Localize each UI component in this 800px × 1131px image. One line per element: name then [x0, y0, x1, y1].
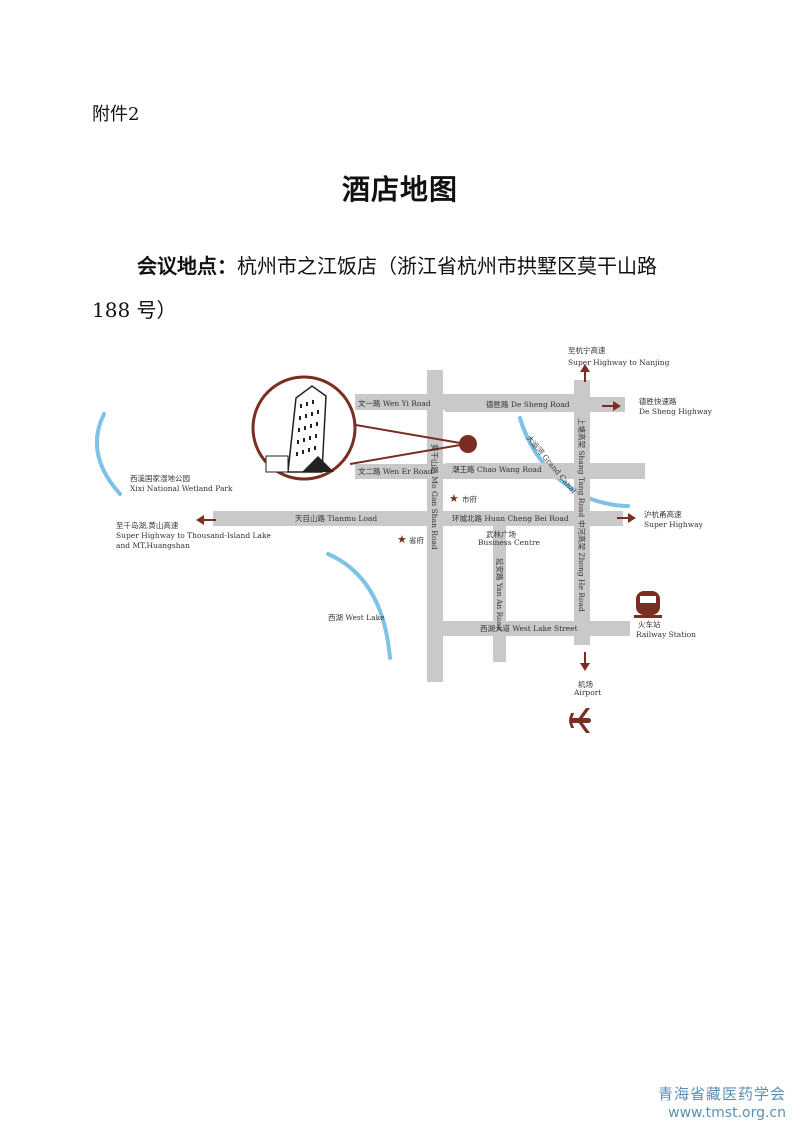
- label-hangyong-en: Super Highway: [644, 520, 704, 529]
- label-qiandao-cn: 至千岛湖,黄山高速: [116, 520, 179, 530]
- road-shang-tang-zhong-he: [574, 380, 590, 645]
- attachment-label: 附件2: [92, 104, 140, 125]
- road-label-wen-er: 文二路 Wen Er Road: [358, 466, 433, 476]
- label-wulin-cn: 武林广场: [486, 529, 516, 539]
- hotel-callout-line: [349, 423, 467, 445]
- airplane-icon: [569, 708, 591, 733]
- label-hangyong-cn: 沪杭甬高速: [644, 509, 682, 519]
- road-chao-wang: [445, 463, 645, 476]
- hotel-map: ★ ★ 文一路 Wen Yi Road 德胜路 De Sheng Road 文二…: [94, 345, 713, 733]
- venue-label: 会议地点：: [137, 254, 237, 278]
- road-label-wen-yi: 文一路 Wen Yi Road: [358, 398, 431, 408]
- label-railway-en: Railway Station: [636, 630, 696, 639]
- watermark-url: www.tmst.org.cn: [668, 1105, 786, 1121]
- road-label-huan-cheng: 环城北路 Huan Cheng Bei Road: [452, 513, 569, 523]
- label-railway-cn: 火车站: [638, 619, 661, 629]
- star-icon: ★: [397, 533, 407, 546]
- venue-line-1: 会议地点：杭州市之江饭店（浙江省杭州市拱墅区莫干山路: [137, 244, 657, 288]
- road-label-tianmu: 天目山路 Tianmu Load: [295, 513, 377, 523]
- venue-line-2: 188 号）: [92, 298, 177, 322]
- label-qiandao-en-1: Super Highway to Thousand-Island Lake: [116, 531, 272, 540]
- label-nanjing-en: Super Highway to Nanjing: [568, 358, 670, 367]
- road-label-chao-wang: 潮王路 Chao Wang Road: [452, 464, 542, 474]
- label-airport-en: Airport: [573, 688, 601, 697]
- label-prov-gov: 省府: [409, 535, 424, 545]
- watermark-org: 青海省藏医药学会: [657, 1085, 786, 1103]
- road-label-de-sheng: 德胜路 De Sheng Road: [486, 399, 570, 409]
- west-lake-arc: [326, 552, 392, 660]
- label-qiandao-en-2: and MT.Huangshan: [116, 541, 190, 550]
- star-icon: ★: [449, 492, 459, 505]
- road-label-shang-tang: 上塘高架 Shang Tang Road: [577, 418, 587, 517]
- label-wulin-en: Business Centre: [478, 538, 541, 547]
- label-desheng-highway-cn: 德胜快速路: [639, 396, 677, 406]
- road-tianmu-huancheng: [213, 511, 623, 526]
- road-label-yan-an: 延安路 Yan An Road: [495, 558, 505, 631]
- label-airport-cn: 机场: [578, 679, 593, 689]
- arrow-icon: [196, 364, 636, 671]
- train-icon: [634, 591, 662, 618]
- road-yan-an: [493, 526, 506, 662]
- label-xixi-cn: 西溪国家湿地公园: [130, 473, 190, 483]
- label-west-lake: 西湖 West Lake: [328, 613, 385, 622]
- label-nanjing-cn: 至杭宁高速: [568, 345, 606, 355]
- road-label-mo-gan-shan: 莫干山路 Mo Gan Shan Road: [430, 444, 440, 550]
- label-city-gov: 市府: [462, 494, 477, 504]
- watermark: 青海省藏医药学会 www.tmst.org.cn: [658, 1085, 786, 1123]
- road-label-zhong-he: 中河高架 Zhong He Road: [577, 520, 587, 612]
- road-label-west-lake-street: 西湖大道 West Lake Street: [480, 623, 578, 633]
- xixi-wetland-arc: [94, 412, 122, 496]
- label-xixi-en: Xixi National Wetland Park: [130, 484, 233, 493]
- hotel-callout-line: [349, 443, 467, 465]
- label-desheng-highway-en: De Sheng Highway: [639, 407, 713, 416]
- hotel-marker-icon: [459, 435, 477, 453]
- hotel-building-icon: [265, 385, 334, 473]
- venue-address: 杭州市之江饭店（浙江省杭州市拱墅区莫干山路: [237, 254, 657, 278]
- page-title: 酒店地图: [341, 173, 458, 206]
